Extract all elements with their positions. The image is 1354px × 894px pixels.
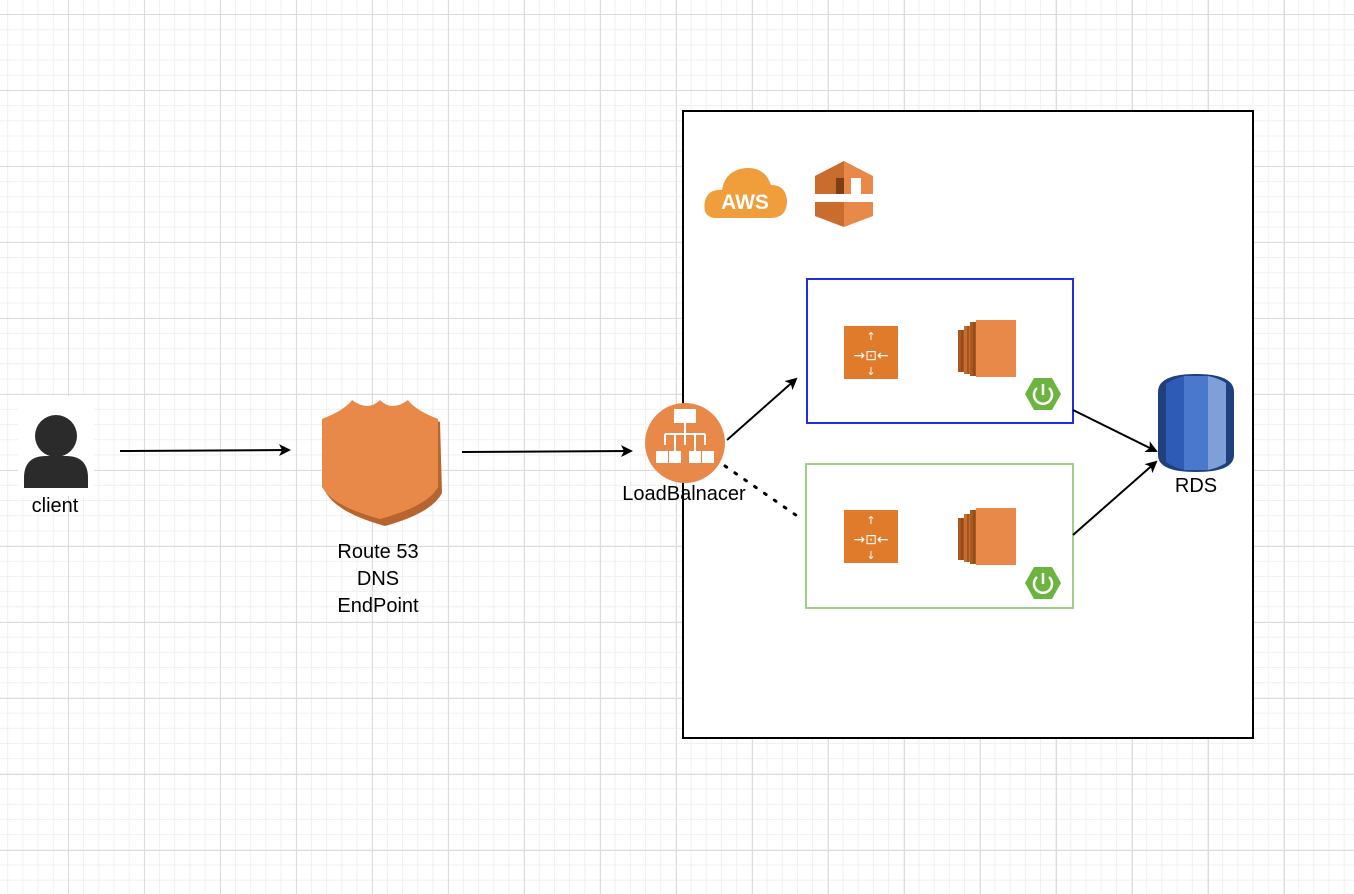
connector-group2-rds[interactable]	[1072, 460, 1158, 536]
svg-text:↑: ↑	[866, 330, 875, 343]
connector-loadbalancer-group1[interactable]	[726, 377, 798, 441]
connector-client-route53[interactable]	[119, 444, 291, 457]
svg-text:↓: ↓	[866, 365, 875, 378]
rds-database-icon[interactable]	[1158, 374, 1234, 472]
connector-group1-rds[interactable]	[1072, 409, 1158, 452]
auto-scaling-icon[interactable]: →⊡← ↑ ↓	[844, 510, 898, 563]
instance-group-1-box[interactable]	[806, 278, 1074, 424]
svg-text:→⊡←: →⊡←	[853, 348, 888, 364]
client-label: client	[31, 495, 79, 517]
auto-scaling-icon[interactable]: →⊡← ↑ ↓	[844, 326, 898, 379]
svg-text:→⊡←: →⊡←	[853, 532, 888, 548]
svg-text:↓: ↓	[866, 549, 875, 562]
rds-label: RDS	[1174, 475, 1218, 497]
instance-group-2-box[interactable]	[805, 463, 1074, 609]
ec2-instances-icon[interactable]	[958, 508, 1016, 565]
aws-cloud-icon[interactable]: AWS	[704, 167, 787, 218]
spring-power-icon[interactable]	[1025, 378, 1061, 410]
route53-label-line-3: EndPoint	[337, 595, 419, 617]
route53-label-line-1: Route 53	[337, 541, 419, 563]
amazon-vpc-icon[interactable]	[813, 161, 875, 227]
route53-shield-icon[interactable]	[322, 400, 442, 526]
user-icon[interactable]	[18, 396, 94, 496]
spring-power-icon[interactable]	[1025, 567, 1061, 599]
svg-text:↑: ↑	[866, 514, 875, 527]
ec2-instances-icon[interactable]	[958, 320, 1016, 377]
load-balancer-icon[interactable]	[645, 403, 725, 483]
route53-label-line-2: DNS	[356, 568, 400, 590]
load-balancer-label: LoadBalnacer	[622, 483, 746, 505]
aws-cloud-label: AWS	[721, 191, 769, 214]
connector-loadbalancer-group2[interactable]	[723, 464, 805, 522]
connector-route53-loadbalancer[interactable]	[461, 445, 633, 458]
